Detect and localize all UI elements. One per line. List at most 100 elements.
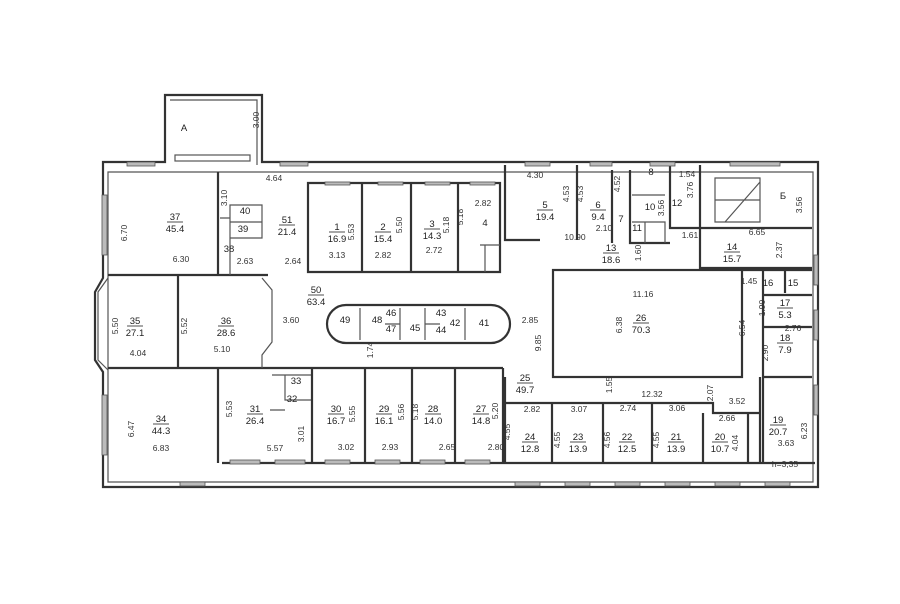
dimension-label: 2.82: [475, 198, 492, 208]
room-area: 13.9: [569, 444, 588, 455]
room-number: 13: [606, 243, 617, 254]
small-room-number: 7: [618, 214, 623, 225]
dimension-label: 6.83: [153, 443, 170, 453]
dimension-label: 5.55: [347, 405, 357, 422]
room-number: 24: [525, 432, 536, 443]
small-room-number: 40: [240, 206, 251, 217]
room-area: 7.9: [778, 345, 791, 356]
small-room-number: 15: [788, 278, 799, 289]
dimension-label: 4.55: [651, 431, 661, 448]
dimension-label: 5.53: [224, 400, 234, 417]
room-label: 314.3: [423, 219, 442, 242]
small-room-number: 41: [479, 318, 490, 329]
room-number: 27: [476, 404, 487, 415]
room-area: 44.3: [152, 426, 171, 437]
room-area: 20.7: [769, 427, 788, 438]
dimension-label: 1.54: [679, 169, 696, 179]
small-room-number: 8: [648, 167, 653, 178]
room-area: 70.3: [632, 325, 651, 336]
dimension-label: 4.56: [602, 431, 612, 448]
small-room-number: 16: [763, 278, 774, 289]
room-number: 36: [221, 316, 232, 327]
dimension-label: 2.65: [439, 442, 456, 452]
room-number: 29: [379, 404, 390, 415]
room-number: 1: [334, 222, 339, 233]
room-label: 116.9: [328, 222, 347, 245]
dimension-label: 11.16: [633, 289, 654, 299]
room-number: 30: [331, 404, 342, 415]
small-room-number: 44: [436, 325, 447, 336]
room-number: 25: [520, 373, 531, 384]
dimension-label: 9.85: [533, 334, 543, 351]
room-number: 23: [573, 432, 584, 443]
room-number: 3: [429, 219, 434, 230]
room-label: 175.3: [777, 298, 793, 321]
stair-labels: А Б: [181, 123, 786, 202]
dimension-label: 2.82: [524, 404, 541, 414]
dimension-label: 6.54: [737, 319, 747, 336]
small-room-number: 10: [645, 202, 656, 213]
room-area: 14.8: [472, 416, 491, 427]
dimension-label: 4.64: [266, 173, 283, 183]
room-number: 14: [727, 242, 738, 253]
dimension-label: 2.63: [237, 256, 254, 266]
room-area: 5.3: [778, 310, 791, 321]
dimension-label: 2.07: [705, 384, 715, 401]
dimension-label: 2.10: [596, 223, 613, 233]
dimension-label: 5.57: [267, 443, 284, 453]
dimension-label: 4.53: [575, 185, 585, 202]
room-area: 21.4: [278, 227, 297, 238]
dimension-label: 2.90: [760, 344, 770, 361]
dimension-label: 3.63: [778, 438, 795, 448]
dimension-label: 4.04: [130, 348, 147, 358]
small-room-number: 42: [450, 318, 461, 329]
dimension-label: 5.10: [214, 344, 231, 354]
small-room-number: 32: [287, 394, 298, 405]
dimension-label: 6.38: [614, 316, 624, 333]
room-area: 19.4: [536, 212, 555, 223]
room-number: 20: [715, 432, 726, 443]
room-label: 69.4: [590, 200, 606, 223]
dimension-label: 2.66: [719, 413, 736, 423]
dimension-label: 5.50: [394, 216, 404, 233]
stair-b-label: Б: [780, 191, 786, 202]
dimension-label: 5.50: [110, 317, 120, 334]
dimension-label: 4.04: [730, 434, 740, 451]
dimension-label: 12.32: [641, 389, 663, 399]
room-area: 16.9: [328, 234, 347, 245]
dimension-label: 2.80: [488, 442, 505, 452]
room-number: 2: [380, 222, 385, 233]
room-number: 21: [671, 432, 682, 443]
walls: [93, 93, 820, 489]
room-area: 12.5: [618, 444, 637, 455]
small-room-number: 39: [238, 224, 249, 235]
room-label: 519.4: [536, 200, 555, 223]
room-number: 22: [622, 432, 633, 443]
dimension-label: 10.90: [564, 232, 586, 242]
dimension-label: 3.02: [338, 442, 355, 452]
dimension-label: 2.82: [375, 250, 392, 260]
dimension-label: 3.07: [571, 404, 588, 414]
room-area: 15.7: [723, 254, 742, 265]
dimension-label: 5.20: [490, 402, 500, 419]
dimension-label: 5.18: [410, 403, 420, 420]
room-area: 26.4: [246, 416, 265, 427]
dimension-label: 4.55: [552, 431, 562, 448]
dimension-label: 3.13: [329, 250, 346, 260]
dimension-label: 3.00: [251, 111, 261, 128]
dimension-label: 6.30: [173, 254, 190, 264]
